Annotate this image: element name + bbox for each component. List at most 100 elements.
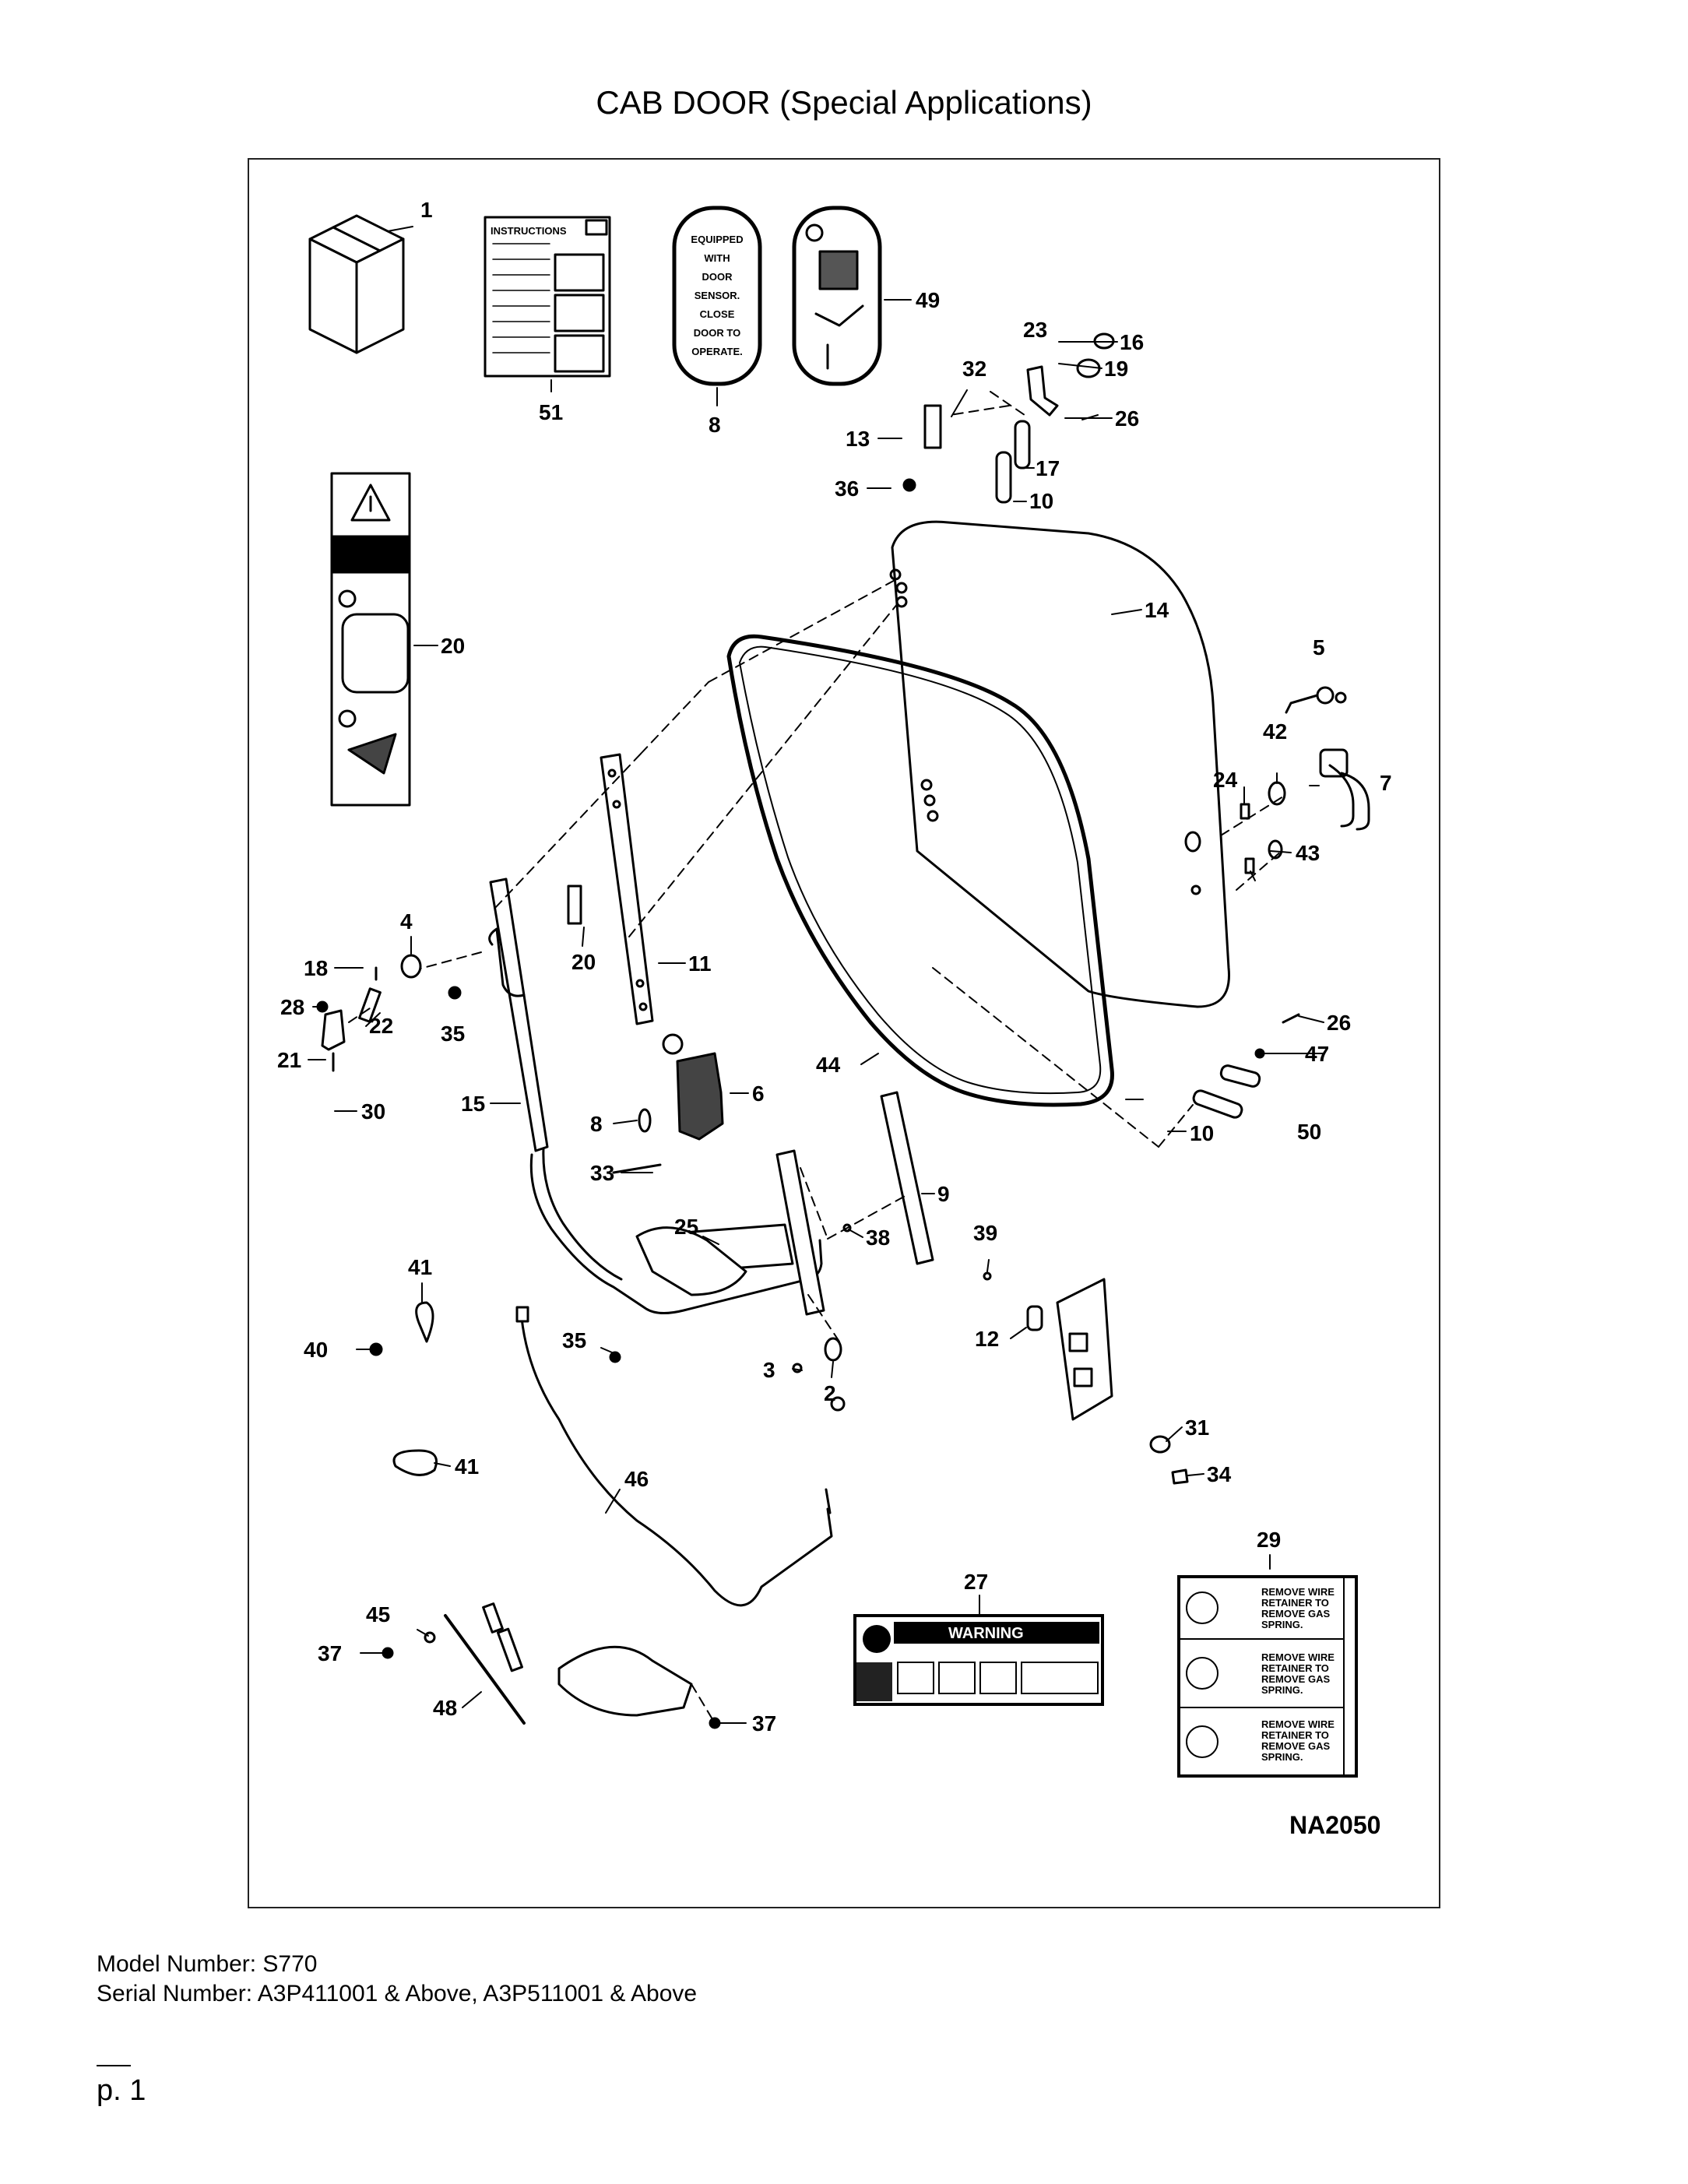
part-1-box	[308, 214, 405, 354]
callout-39: 39	[973, 1221, 997, 1245]
part-20-side-decal	[330, 472, 411, 807]
callout-22: 22	[369, 1014, 393, 1038]
part-17-plate	[1014, 420, 1031, 470]
svg-text:CLOSE: CLOSE	[700, 308, 735, 320]
callout-44: 44	[816, 1053, 841, 1077]
part-9-bar	[880, 1091, 934, 1265]
part-13-hinge	[923, 404, 942, 449]
svg-text:SENSOR.: SENSOR.	[695, 290, 740, 301]
part-44-door-seal	[726, 634, 1114, 1107]
svg-text:DOOR TO: DOOR TO	[694, 327, 740, 339]
callout-7: 7	[1380, 771, 1392, 795]
callout-20: 20	[441, 634, 465, 658]
callout-15: 15	[461, 1092, 485, 1116]
part-6-latch	[662, 1033, 724, 1141]
callout-35: 35	[441, 1022, 465, 1046]
sensor-decal-text: EQUIPPED WITH DOOR SENSOR. CLOSE DOOR TO…	[691, 234, 743, 357]
page-number: p. 1	[97, 2074, 146, 2107]
svg-text:RETAINER TO: RETAINER TO	[1261, 1729, 1329, 1741]
callout-36: 36	[835, 477, 859, 501]
callout-6: 6	[752, 1081, 765, 1106]
callout-45: 45	[366, 1602, 390, 1627]
page-rule	[97, 2065, 131, 2066]
callout-29: 29	[1257, 1528, 1281, 1552]
callout-41: 41	[408, 1255, 432, 1279]
callout-48: 48	[433, 1696, 457, 1720]
instructions-label: INSTRUCTIONS	[491, 225, 567, 237]
callout-5: 5	[1313, 635, 1325, 659]
svg-text:REMOVE WIRE: REMOVE WIRE	[1261, 1586, 1335, 1598]
callout-41b: 41	[455, 1454, 479, 1479]
callout-10b: 10	[1190, 1121, 1214, 1145]
callout-47: 47	[1305, 1042, 1329, 1066]
callout-40: 40	[304, 1338, 328, 1362]
part-7-handle	[1319, 748, 1370, 831]
svg-text:RETAINER TO: RETAINER TO	[1261, 1597, 1329, 1609]
callout-30: 30	[361, 1099, 385, 1124]
callout-27: 27	[964, 1570, 988, 1594]
svg-text:RETAINER TO: RETAINER TO	[1261, 1662, 1329, 1674]
svg-text:EQUIPPED: EQUIPPED	[691, 234, 743, 245]
callout-37: 37	[318, 1641, 342, 1665]
exploded-parts-diagram: INSTRUCTIONS EQUIPPED WITH DOOR SENSOR. …	[277, 198, 1392, 1839]
part-51-instructions	[484, 216, 611, 378]
svg-text:REMOVE WIRE: REMOVE WIRE	[1261, 1718, 1335, 1730]
callout-38: 38	[866, 1226, 890, 1250]
callout-20b: 20	[571, 950, 596, 974]
svg-text:REMOVE GAS: REMOVE GAS	[1261, 1673, 1330, 1685]
part-46-cable	[520, 1317, 833, 1607]
part-27-warning-decal: WARNING	[853, 1614, 1104, 1706]
callout-8: 8	[709, 413, 721, 437]
callout-43: 43	[1296, 841, 1320, 865]
page-title: CAB DOOR (Special Applications)	[596, 84, 1092, 121]
callout-17: 17	[1036, 456, 1060, 480]
callout-32: 32	[962, 357, 986, 381]
callout-35b: 35	[562, 1328, 586, 1352]
part-8-sensor-decal	[672, 206, 762, 386]
callout-16: 16	[1120, 330, 1144, 354]
callout-26b: 26	[1327, 1011, 1351, 1035]
part-11-bar	[600, 753, 654, 1025]
callout-9: 9	[937, 1182, 950, 1206]
callout-21: 21	[277, 1048, 301, 1072]
callout-13: 13	[846, 427, 870, 451]
callout-33: 33	[590, 1161, 614, 1185]
part-4-knob	[400, 954, 422, 979]
callout-4: 4	[400, 909, 413, 934]
warning-label: WARNING	[948, 1625, 1024, 1642]
callout-49: 49	[916, 288, 940, 312]
svg-text:REMOVE GAS: REMOVE GAS	[1261, 1740, 1330, 1752]
callout-25: 25	[674, 1215, 698, 1239]
callout-3: 3	[763, 1358, 775, 1382]
model-number: Model Number: S770	[97, 1951, 318, 1977]
callout-23: 23	[1023, 318, 1047, 342]
callout-14: 14	[1145, 598, 1169, 622]
svg-text:REMOVE GAS: REMOVE GAS	[1261, 1608, 1330, 1620]
part-48-gas-spring	[444, 1614, 526, 1725]
callout-37b: 37	[752, 1711, 776, 1736]
callout-46: 46	[624, 1467, 649, 1491]
svg-text:SPRING.: SPRING.	[1261, 1619, 1303, 1630]
diagram-frame	[248, 158, 1440, 1908]
svg-text:DOOR: DOOR	[702, 271, 733, 283]
part-49-decal	[792, 206, 882, 386]
svg-text:REMOVE WIRE: REMOVE WIRE	[1261, 1651, 1335, 1663]
callout-50: 50	[1297, 1120, 1321, 1144]
callout-24: 24	[1213, 768, 1238, 792]
callout-12: 12	[975, 1327, 999, 1351]
callout-1: 1	[420, 198, 433, 222]
part-23-latch	[1026, 365, 1059, 417]
drawing-id: NA2050	[1289, 1811, 1380, 1839]
serial-number: Serial Number: A3P411001 & Above, A3P511…	[97, 1981, 698, 2006]
callout-26: 26	[1115, 406, 1139, 431]
svg-text:WITH: WITH	[704, 252, 730, 264]
part-21-latch	[321, 1009, 346, 1051]
callout-51: 51	[539, 400, 563, 424]
callout-2: 2	[824, 1381, 836, 1405]
part-10-plate	[995, 451, 1012, 504]
part-15-frame	[489, 877, 549, 1152]
callout-8b: 8	[590, 1112, 603, 1136]
callout-labels: 1 51 8 49 23 16 32 19 26 13 17 36 10 14 …	[277, 198, 1392, 1736]
part-5-key	[1285, 686, 1347, 714]
callout-42: 42	[1263, 719, 1287, 744]
